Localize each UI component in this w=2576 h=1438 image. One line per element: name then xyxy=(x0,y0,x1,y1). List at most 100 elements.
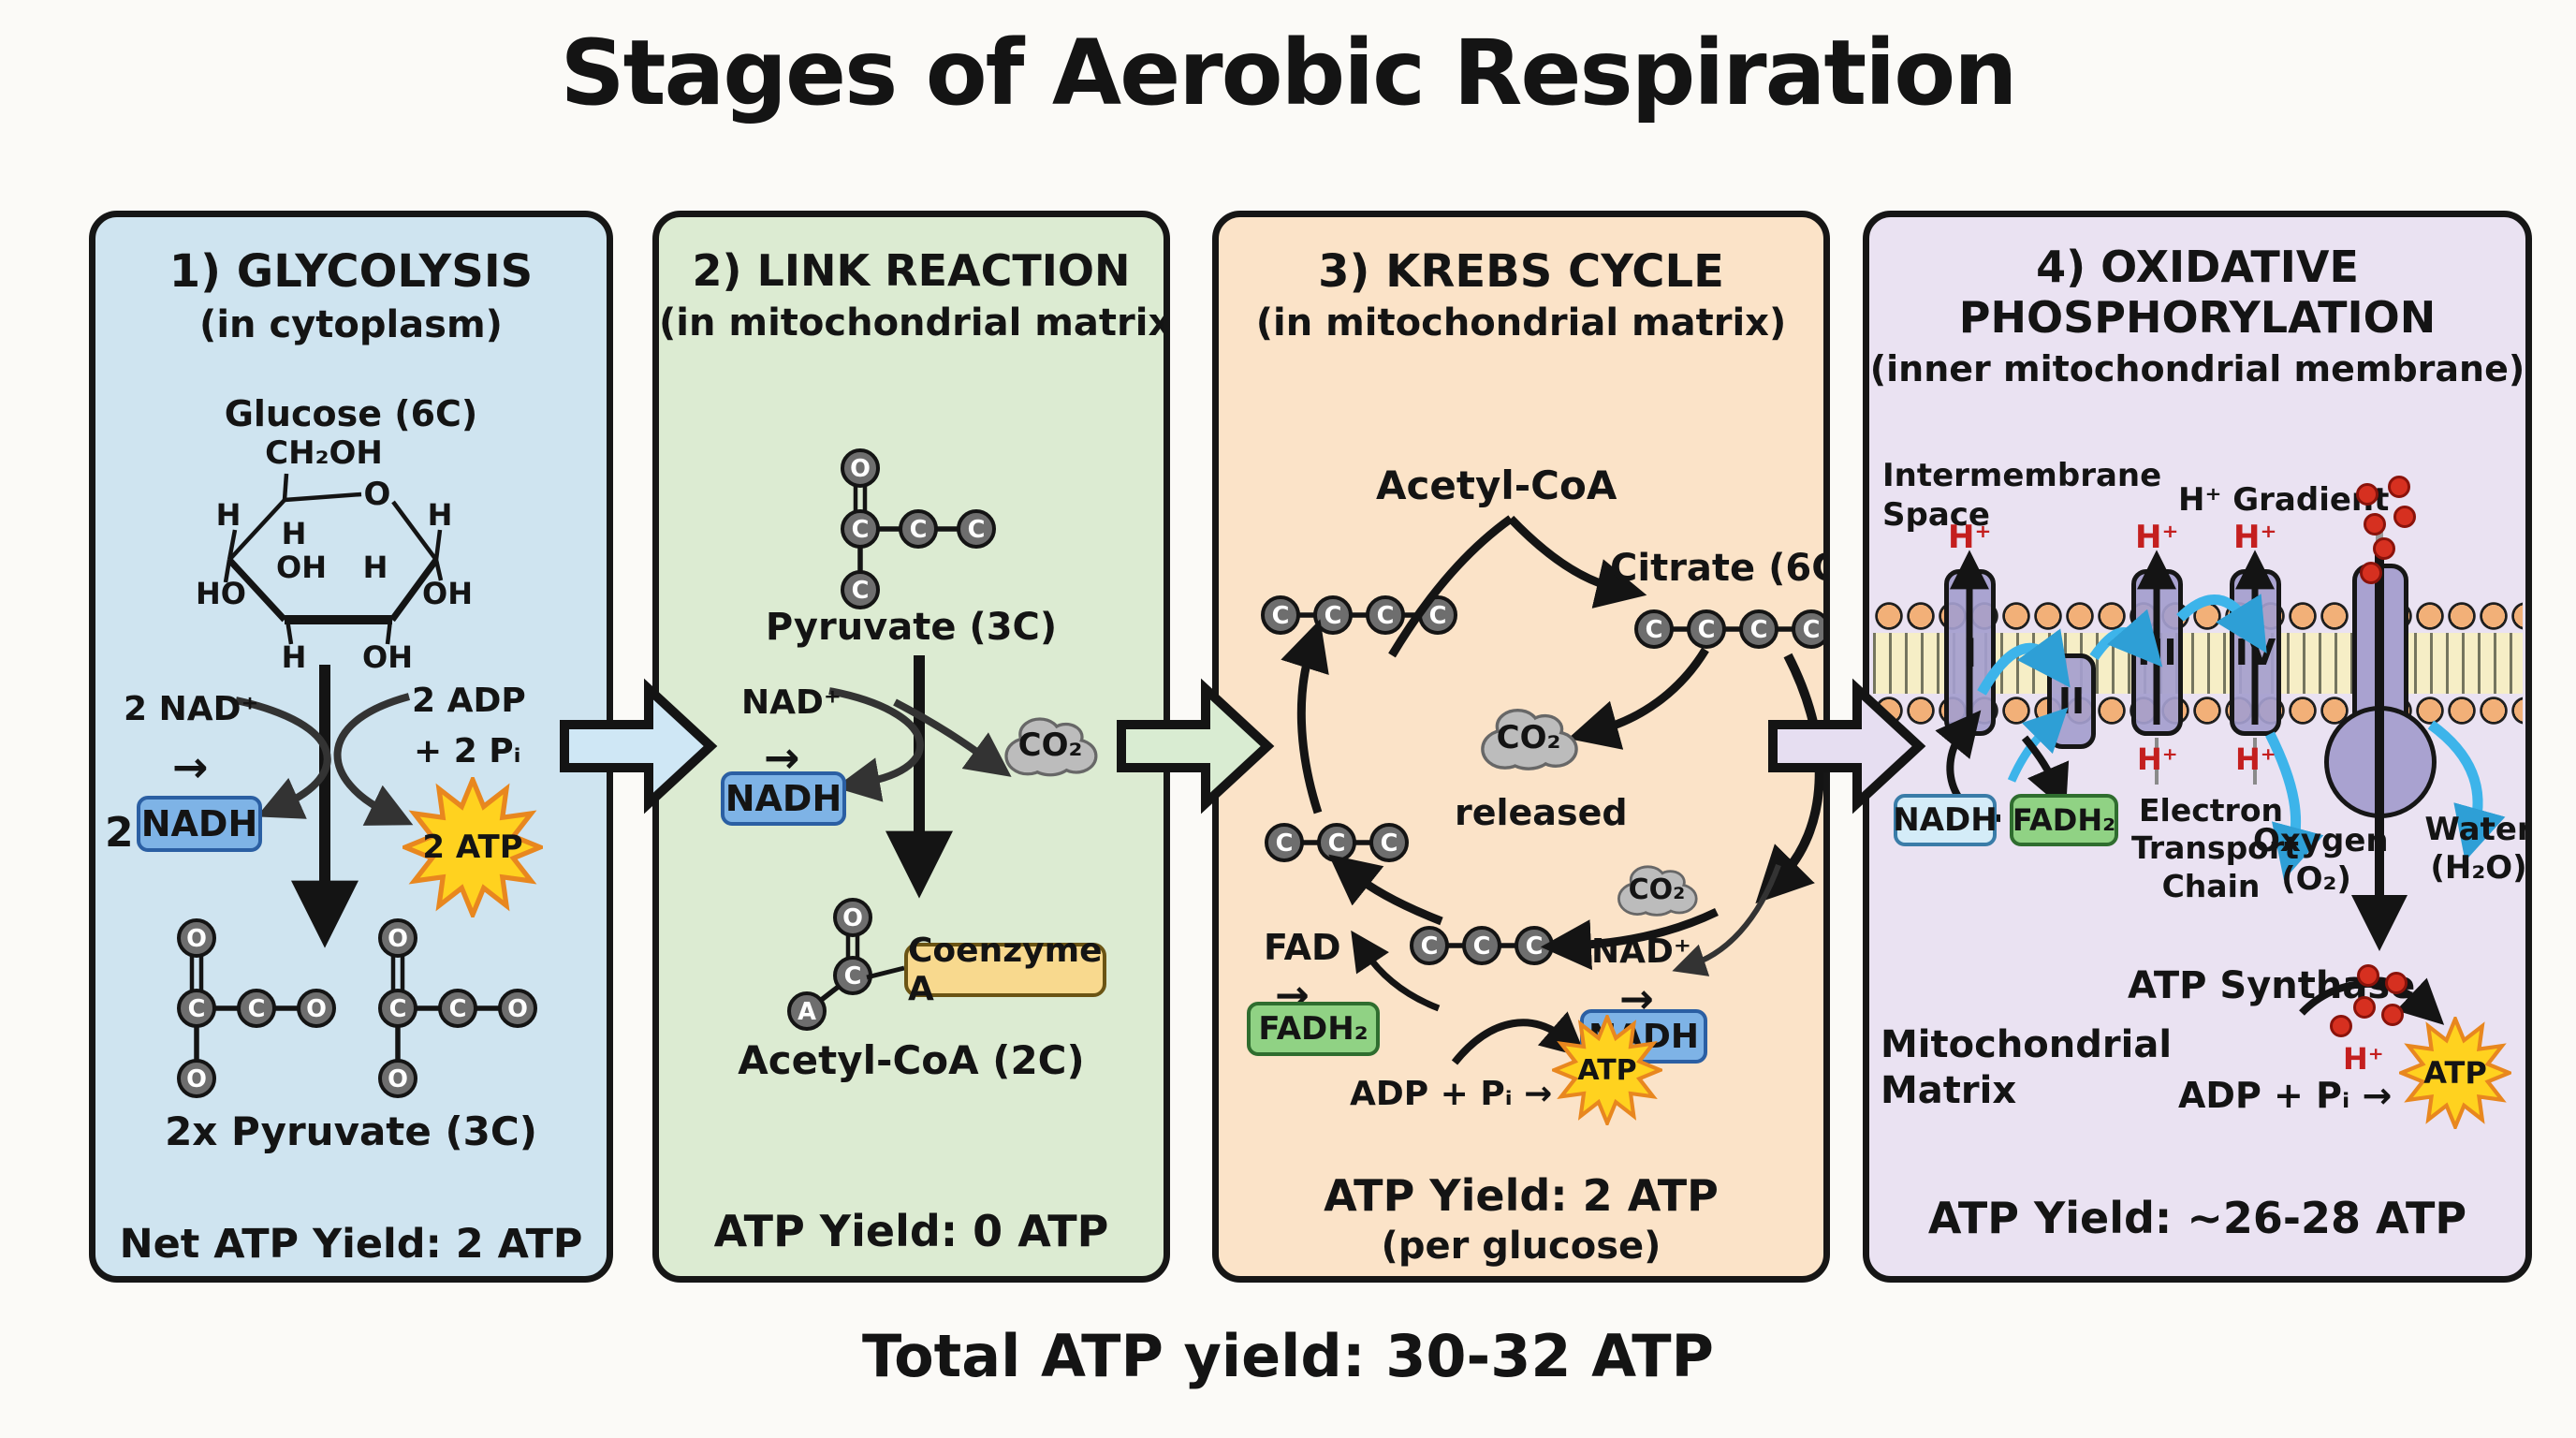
fadh2-label: FADH₂ xyxy=(2012,802,2116,838)
svg-text:C: C xyxy=(852,516,870,544)
svg-text:C: C xyxy=(844,962,862,990)
proton-dot xyxy=(2385,972,2408,994)
matrix-line: Mitochondrial xyxy=(1881,1023,2173,1066)
svg-text:O: O xyxy=(507,995,528,1023)
svg-text:C: C xyxy=(1381,829,1398,858)
glucose-h-label: H xyxy=(362,550,388,585)
proton-dot xyxy=(2360,562,2382,584)
glycolysis-yield: Net ATP Yield: 2 ATP xyxy=(119,1221,583,1268)
starburst-icon xyxy=(1552,1015,1662,1125)
complex-i: I xyxy=(1944,569,1996,736)
matrix-line: Matrix xyxy=(1881,1068,2017,1112)
starburst-icon xyxy=(2399,1017,2511,1129)
svg-text:C: C xyxy=(1328,829,1346,858)
glucose-ch2oh-label: CH₂OH xyxy=(265,434,383,472)
svg-text:O: O xyxy=(186,925,207,953)
svg-text:C: C xyxy=(1698,616,1716,644)
oxphos-yield: ATP Yield: ~26-28 ATP xyxy=(1927,1193,2467,1243)
fadh2-label: FADH₂ xyxy=(1258,1010,1368,1048)
proton-dot xyxy=(2373,537,2395,560)
svg-text:C: C xyxy=(449,995,467,1023)
panel-oxidative-phosphorylation: 4) OXIDATIVE PHOSPHORYLATION (inner mito… xyxy=(1863,211,2532,1283)
nadh-badge: NADH xyxy=(137,796,262,852)
atp-label: ATP xyxy=(2423,1055,2487,1091)
svg-text:O: O xyxy=(842,904,863,932)
svg-text:C: C xyxy=(1750,616,1768,644)
proton-dot xyxy=(2393,506,2416,528)
total-atp-yield: Total ATP yield: 30-32 ATP xyxy=(862,1322,1714,1390)
adp-pi-label: ADP + Pᵢ → xyxy=(2178,1075,2393,1116)
oxphos-heading-1: 4) OXIDATIVE xyxy=(2036,242,2359,292)
krebs-yield-note: (per glucose) xyxy=(1381,1225,1661,1268)
complex-ii-label: II xyxy=(2057,681,2086,722)
atp-label: 2 ATP xyxy=(422,829,523,866)
svg-text:C: C xyxy=(910,516,928,544)
intermembrane-space-label: Intermembrane xyxy=(1882,457,2162,494)
link-heading: 2) LINK REACTION xyxy=(692,245,1131,296)
acetyl-coa-label: Acetyl-CoA (2C) xyxy=(738,1037,1085,1083)
etc-line: Chain xyxy=(2161,867,2261,904)
intermembrane-space-label: Space xyxy=(1882,496,1990,534)
svg-text:O: O xyxy=(186,1065,207,1093)
nadh-label: NADH xyxy=(724,778,842,819)
svg-text:O: O xyxy=(850,455,871,483)
stage-arrow-3-4-icon xyxy=(1767,676,1926,816)
etc-line: Electron xyxy=(2138,792,2283,829)
adp-pi-label: ADP + Pᵢ → xyxy=(1350,1075,1553,1113)
svg-text:O: O xyxy=(388,1065,408,1093)
complex-iii-label: III xyxy=(2137,632,2177,673)
glucose-ring-icon xyxy=(223,473,444,645)
svg-text:O: O xyxy=(388,925,408,953)
stage-arrow-2-3-icon xyxy=(1116,676,1275,816)
svg-text:C: C xyxy=(1377,602,1395,630)
panel-krebs-cycle: 3) KREBS CYCLE (in mitochondrial matrix)… xyxy=(1212,211,1830,1283)
svg-text:C: C xyxy=(1421,932,1439,961)
svg-text:C: C xyxy=(1272,602,1290,630)
co2-label: CO₂ xyxy=(1017,726,1083,764)
complex-ii: II xyxy=(2047,653,2096,749)
nadh-label: NADH xyxy=(140,803,258,844)
krebs-heading: 3) KREBS CYCLE xyxy=(1318,245,1724,298)
co2-label: CO₂ xyxy=(1496,719,1561,756)
proton-dot xyxy=(2356,483,2378,506)
co2-label: CO₂ xyxy=(1628,873,1686,906)
svg-text:C: C xyxy=(968,516,986,544)
atp-label: ATP xyxy=(1577,1053,1637,1087)
svg-text:C: C xyxy=(1276,829,1294,858)
link-location: (in mitochondrial matrix) xyxy=(659,301,1170,345)
svg-text:A: A xyxy=(798,998,816,1026)
atp-starburst: ATP xyxy=(1552,1015,1662,1125)
oxphos-heading-2: PHOSPHORYLATION xyxy=(1958,292,2437,343)
glucose-oh-label: OH xyxy=(276,550,327,585)
complex-iv-label: IV xyxy=(2234,632,2276,673)
glucose-structure: CH₂OH O H H OH HO H H OH H OH xyxy=(182,434,481,689)
h-plus-label: H⁺ xyxy=(2343,1041,2384,1077)
svg-text:C: C xyxy=(188,995,206,1023)
h-gradient-label: H⁺ Gradient xyxy=(2178,481,2390,519)
complex-iv: IV xyxy=(2230,569,2281,736)
h-plus-label: H⁺ xyxy=(2235,741,2276,777)
complex-i-label: I xyxy=(1962,629,1978,676)
water-line: Water xyxy=(2424,811,2532,848)
co2-cloud: CO₂ xyxy=(998,704,1103,786)
krebs-yield: ATP Yield: 2 ATP xyxy=(1324,1170,1719,1221)
pyruvate-product-label: 2x Pyruvate (3C) xyxy=(165,1108,537,1154)
proton-dot xyxy=(2353,996,2376,1019)
oxphos-location: (inner mitochondrial membrane) xyxy=(1869,348,2525,389)
proton-dot xyxy=(2357,964,2379,987)
pyruvate-molecule: O C C C C xyxy=(804,431,1032,627)
oxygen-line: (O₂) xyxy=(2281,860,2351,899)
fad-label: FAD xyxy=(1264,927,1341,968)
glucose-h-label: H xyxy=(281,516,307,551)
glycolysis-location: (in cytoplasm) xyxy=(199,303,503,346)
svg-text:C: C xyxy=(852,577,870,605)
panel-glycolysis: 1) GLYCOLYSIS (in cytoplasm) Glucose (6C… xyxy=(89,211,613,1283)
cloud-icon xyxy=(1481,709,1578,770)
starburst-icon xyxy=(402,777,543,917)
acetyl-coa-input-label: Acetyl-CoA xyxy=(1376,462,1617,508)
